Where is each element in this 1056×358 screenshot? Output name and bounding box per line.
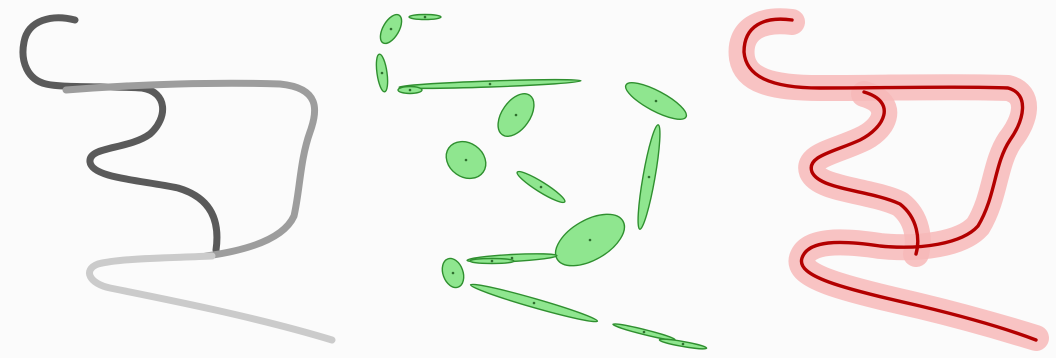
panel-input-strokes bbox=[23, 18, 332, 340]
gaussian-center-6 bbox=[515, 114, 518, 117]
gaussian-center-16 bbox=[643, 331, 646, 334]
gaussian-center-7 bbox=[655, 100, 658, 103]
stroke-mid bbox=[66, 83, 315, 256]
gaussian-center-9 bbox=[540, 186, 543, 189]
panel-gaussian-fit bbox=[374, 11, 707, 350]
gaussian-center-3 bbox=[381, 72, 384, 75]
stroke-light bbox=[89, 256, 332, 340]
stroke-dark bbox=[23, 18, 217, 250]
curve-band bbox=[742, 21, 1036, 338]
gaussian-center-14 bbox=[452, 272, 455, 275]
panel-fitted-curve bbox=[742, 19, 1036, 340]
gaussian-center-4 bbox=[489, 83, 492, 86]
gaussian-center-8 bbox=[465, 159, 468, 162]
gaussian-center-15 bbox=[533, 302, 536, 305]
gaussian-center-10 bbox=[648, 176, 651, 179]
gaussian-center-2 bbox=[424, 16, 427, 19]
gaussian-center-1 bbox=[390, 28, 393, 31]
gaussian-center-5 bbox=[409, 89, 412, 92]
gaussian-center-17 bbox=[682, 343, 685, 346]
gaussian-center-13 bbox=[491, 260, 494, 263]
gaussian-center-11 bbox=[589, 239, 592, 242]
gaussian-center-12 bbox=[511, 257, 514, 260]
curve-band-inner-loop bbox=[811, 94, 918, 254]
